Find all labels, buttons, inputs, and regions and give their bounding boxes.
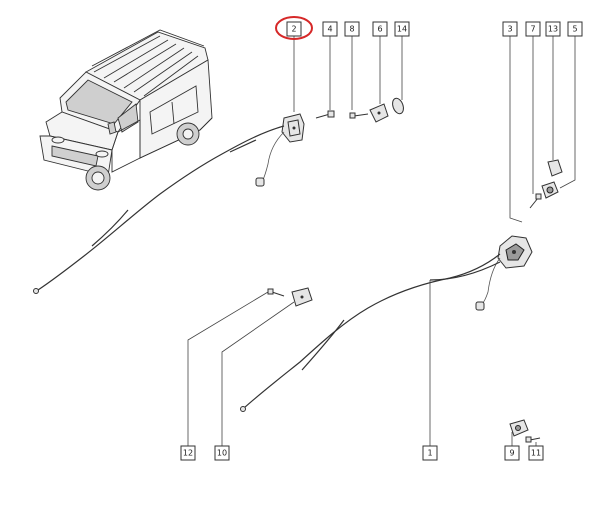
part-4-bolt bbox=[315, 110, 335, 119]
callout-13-label: 13 bbox=[548, 25, 558, 34]
callout-5: 5 bbox=[567, 21, 583, 37]
part-8-screw bbox=[349, 112, 369, 119]
highlight-ring bbox=[275, 16, 313, 40]
callout-5-label: 5 bbox=[572, 25, 577, 34]
callout-3-label: 3 bbox=[507, 25, 512, 34]
callout-10-label: 10 bbox=[217, 449, 227, 458]
part-3-lock-rear bbox=[475, 235, 533, 311]
callout-2-label: 2 bbox=[291, 25, 296, 34]
part-14-cap bbox=[392, 97, 404, 115]
callout-11: 11 bbox=[528, 445, 544, 461]
callout-11-label: 11 bbox=[531, 449, 541, 458]
callout-8: 8 bbox=[344, 21, 360, 37]
part-13-bumper bbox=[547, 159, 563, 177]
callout-9-label: 9 bbox=[509, 449, 514, 458]
callout-10: 10 bbox=[214, 445, 230, 461]
callout-3: 3 bbox=[502, 21, 518, 37]
callout-7-label: 7 bbox=[530, 25, 535, 34]
leader-lines bbox=[187, 36, 576, 446]
callout-9: 9 bbox=[504, 445, 520, 461]
part-10-striker bbox=[291, 287, 313, 307]
part-7-screw bbox=[529, 193, 542, 209]
part-6-bracket bbox=[369, 103, 389, 123]
callout-8-label: 8 bbox=[349, 25, 354, 34]
callout-1-label: 1 bbox=[427, 449, 432, 458]
callout-2: 2 bbox=[286, 21, 302, 37]
callout-12: 12 bbox=[180, 445, 196, 461]
callout-6: 6 bbox=[372, 21, 388, 37]
part-11-screw bbox=[525, 436, 541, 443]
part-2-lock-upper bbox=[255, 113, 305, 187]
callout-14: 14 bbox=[394, 21, 410, 37]
part-12-bolt bbox=[267, 288, 285, 297]
callout-14-label: 14 bbox=[397, 25, 407, 34]
callout-6-label: 6 bbox=[377, 25, 382, 34]
callout-4-label: 4 bbox=[327, 25, 332, 34]
callout-1: 1 bbox=[422, 445, 438, 461]
callout-13: 13 bbox=[545, 21, 561, 37]
callout-7: 7 bbox=[525, 21, 541, 37]
callout-12-label: 12 bbox=[183, 449, 193, 458]
part-9-clip bbox=[509, 419, 529, 437]
van-illustration bbox=[39, 29, 213, 191]
callout-4: 4 bbox=[322, 21, 338, 37]
callouts: 2 4 8 6 14 3 7 13 bbox=[180, 21, 583, 461]
cable-lower bbox=[240, 253, 501, 412]
cable-upper bbox=[33, 125, 285, 294]
part-5-striker bbox=[541, 181, 559, 199]
